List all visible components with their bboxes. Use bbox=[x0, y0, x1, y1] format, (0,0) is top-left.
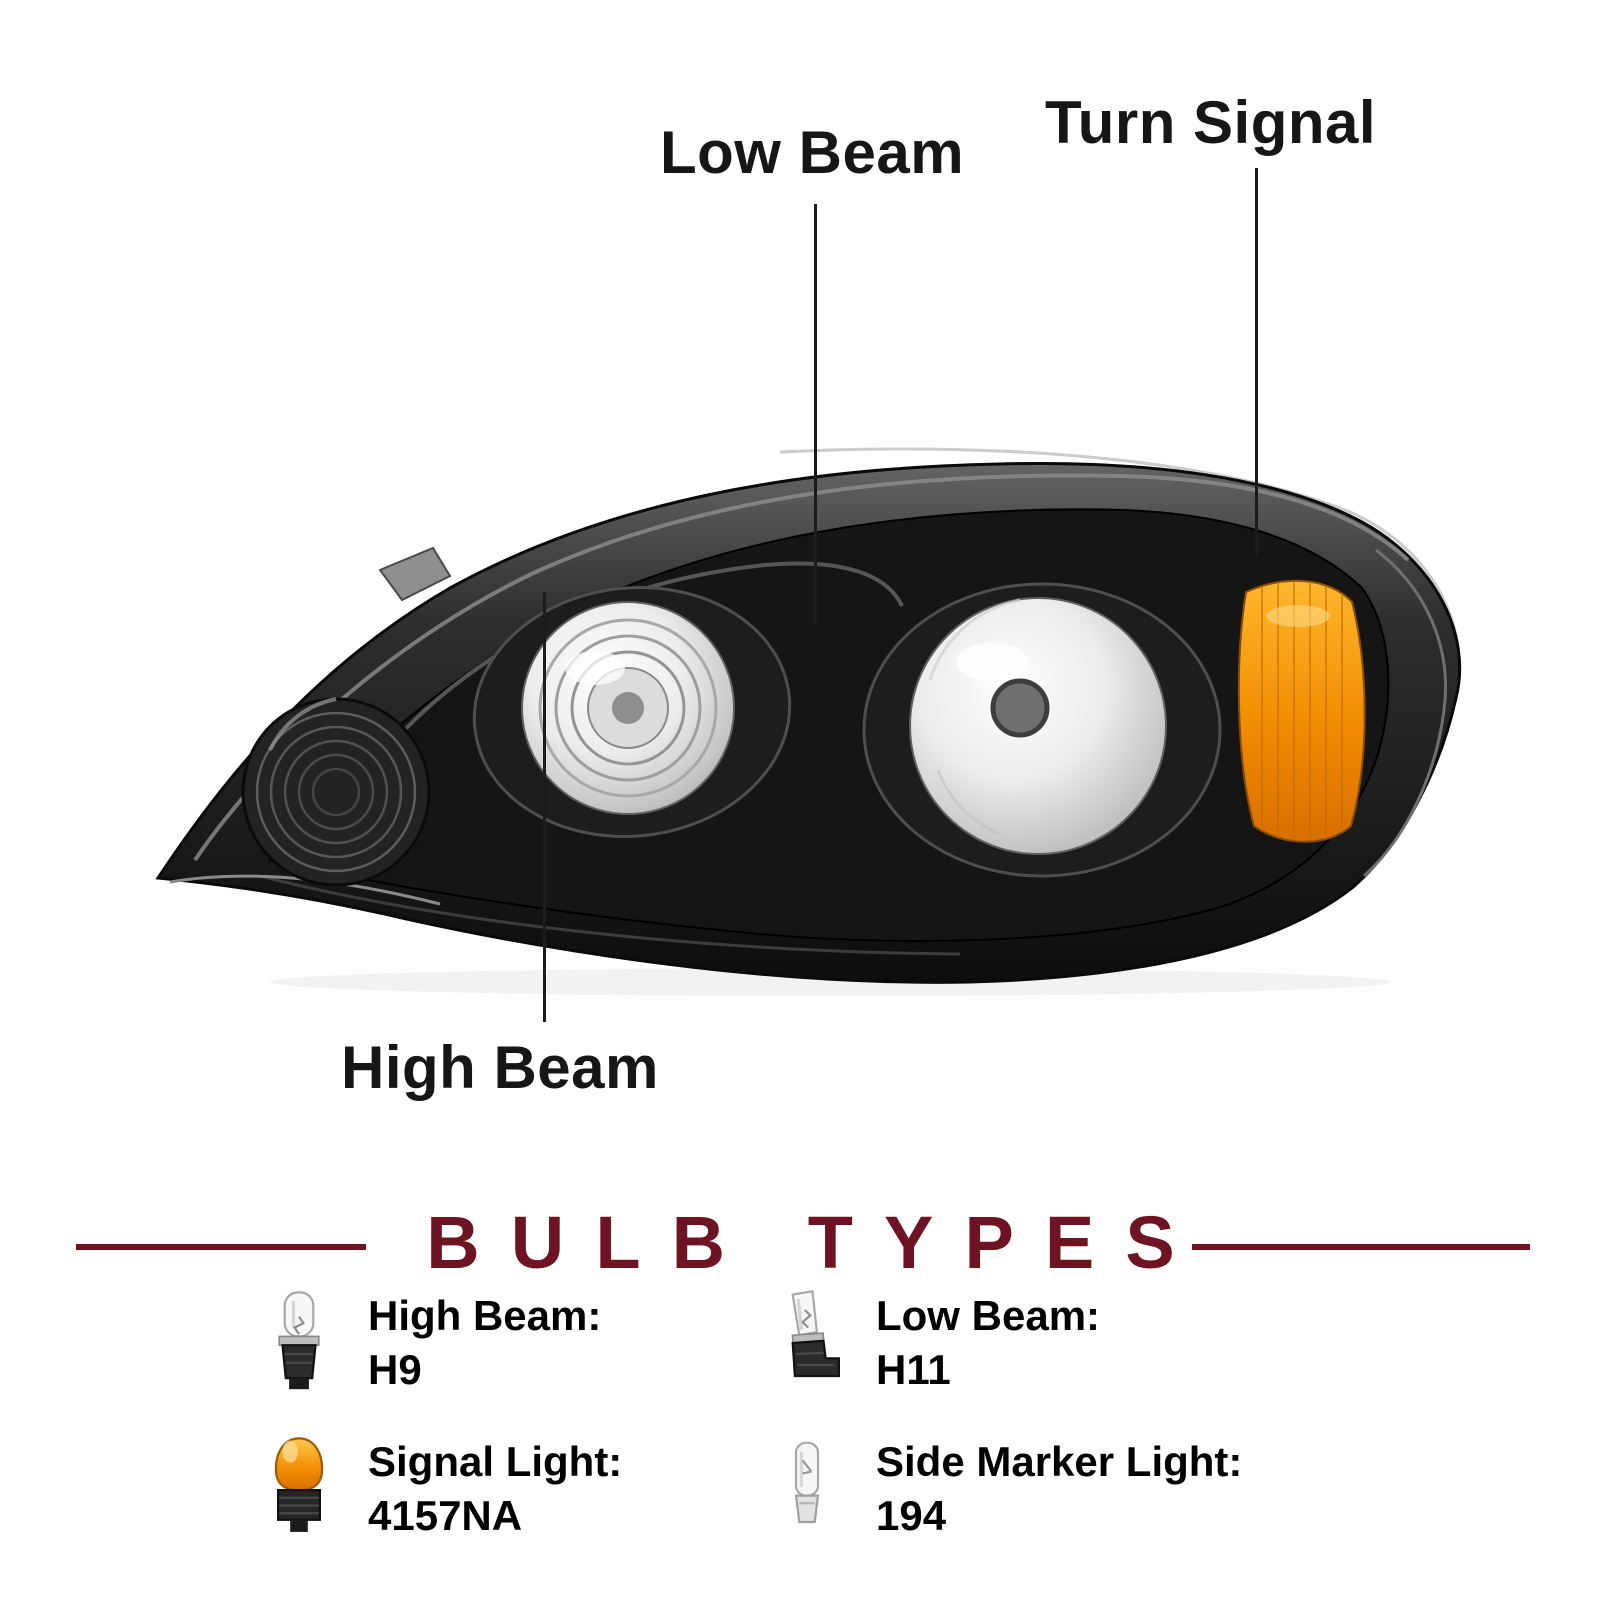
right-lens-edge bbox=[1362, 548, 1447, 878]
headlight-illustration bbox=[155, 447, 1462, 996]
low-beam-callout-line bbox=[814, 204, 817, 624]
high-beam-callout-line bbox=[543, 592, 546, 1022]
bulb-value: H11 bbox=[876, 1346, 951, 1393]
title-divider-right bbox=[1192, 1244, 1530, 1250]
bulb-text: Side Marker Light: 194 bbox=[876, 1435, 1242, 1543]
bulb-text: Low Beam: H11 bbox=[876, 1289, 1100, 1397]
ground-shadow bbox=[270, 968, 1390, 996]
clear-halogen-l-base-bulb-icon bbox=[768, 1288, 846, 1398]
bulb-label: High Beam: bbox=[368, 1292, 602, 1340]
bulb-label: Side Marker Light: bbox=[876, 1438, 1243, 1486]
high-beam-lens bbox=[472, 586, 792, 838]
low-beam-callout-label: Low Beam bbox=[660, 119, 965, 186]
low-beam-lens bbox=[862, 582, 1222, 878]
bulb-label: Low Beam: bbox=[876, 1292, 1101, 1340]
amber-signal-bulb-icon bbox=[260, 1434, 338, 1544]
bulb-value: 194 bbox=[876, 1492, 947, 1539]
bulb-value: 4157NA bbox=[368, 1492, 523, 1539]
clear-halogen-bulb-icon bbox=[260, 1288, 338, 1398]
bulb-label: Signal Light: bbox=[368, 1438, 623, 1486]
turn-signal-reflector bbox=[1237, 579, 1366, 843]
bulb-text: High Beam: H9 bbox=[368, 1289, 601, 1397]
wedge-base-bulb-icon bbox=[768, 1434, 846, 1544]
bulb-value: H9 bbox=[368, 1346, 422, 1393]
bottom-edge-line bbox=[259, 874, 961, 956]
bulb-item-high-beam: High Beam: H9 bbox=[260, 1288, 601, 1398]
bulb-item-low-beam: Low Beam: H11 bbox=[768, 1288, 1100, 1398]
left-tip-edge bbox=[169, 874, 441, 906]
mounting-bracket bbox=[378, 546, 452, 602]
bulb-types-title: BULB TYPES bbox=[426, 1201, 1206, 1284]
bulb-item-signal-light: Signal Light: 4157NA bbox=[260, 1434, 622, 1544]
title-divider-left bbox=[76, 1244, 366, 1250]
turn-signal-callout-line bbox=[1255, 168, 1258, 556]
side-marker-lens bbox=[241, 697, 431, 887]
turn-signal-callout-label: Turn Signal bbox=[1045, 89, 1377, 156]
bulb-item-side-marker: Side Marker Light: 194 bbox=[768, 1434, 1242, 1544]
bulb-text: Signal Light: 4157NA bbox=[368, 1435, 622, 1543]
high-beam-callout-label: High Beam bbox=[341, 1034, 659, 1101]
